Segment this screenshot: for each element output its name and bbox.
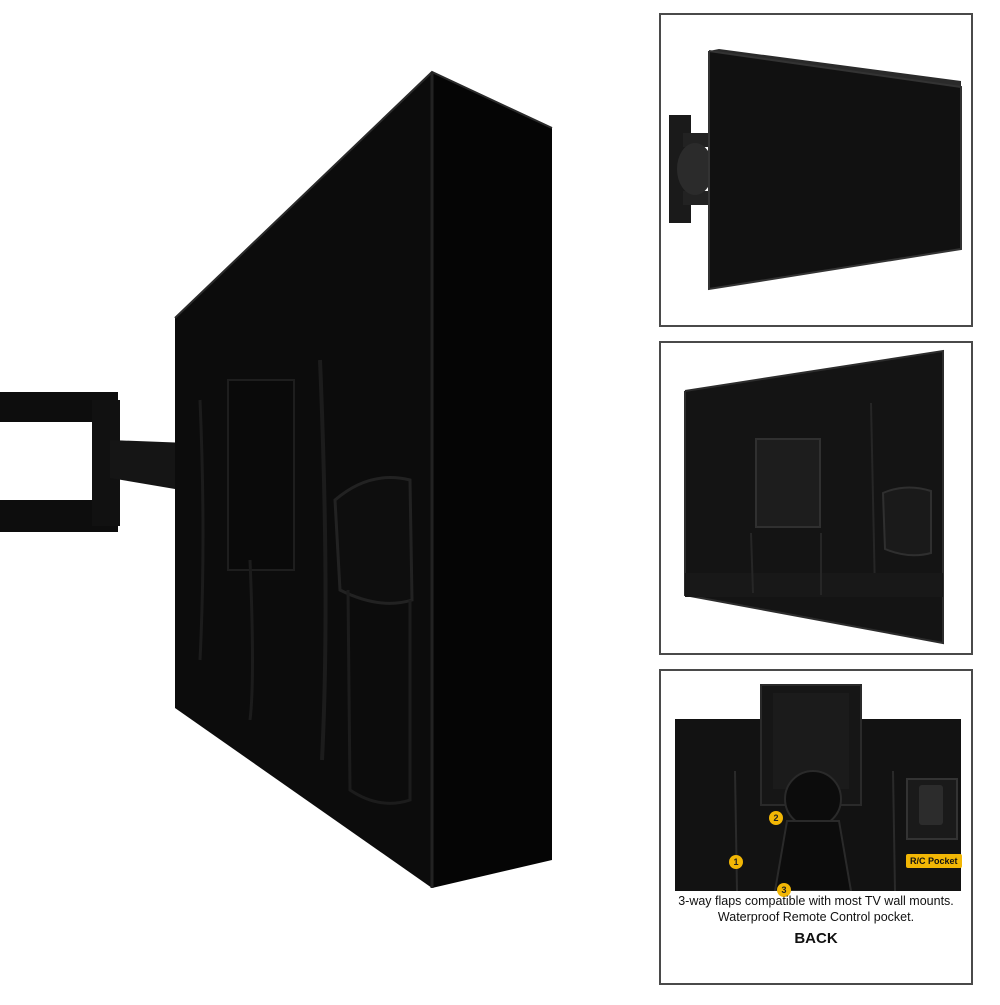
feature-caption-line-1: 3-way flaps compatible with most TV wall… (678, 894, 954, 908)
product-thumbnail-front-mounted (659, 13, 973, 327)
mount-bracket (669, 115, 719, 223)
tv-cover-flaps-illustration (675, 684, 961, 891)
tv-cover-side-view (0, 70, 553, 888)
product-thumbnail-back-cover (659, 341, 973, 655)
tv-cover-front-illustration (669, 49, 962, 291)
callout-number-1: 1 (729, 855, 743, 869)
main-product-photo (0, 70, 553, 888)
product-thumbnail-back-features: 1 2 3 R/C Pocket 3-way flaps compatible … (659, 669, 973, 985)
callout-number-2: 2 (769, 811, 783, 825)
remote-pocket-label: R/C Pocket (906, 854, 962, 868)
tv-cover-back-illustration (684, 349, 944, 645)
callout-number-3: 3 (777, 883, 791, 897)
tv-cover-body (174, 70, 553, 888)
panel-title-back: BACK (794, 930, 838, 947)
feature-caption-line-2: Waterproof Remote Control pocket. (717, 910, 915, 924)
